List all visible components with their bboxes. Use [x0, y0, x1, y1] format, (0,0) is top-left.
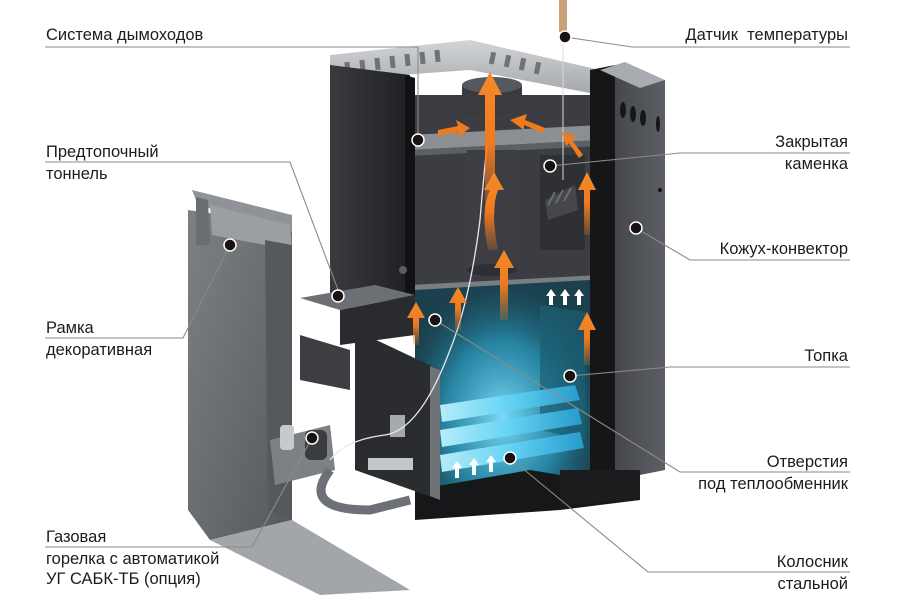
callout-markers: [223, 30, 643, 465]
label-convector-casing: Кожух-конвектор: [719, 240, 848, 258]
label-temperature-sensor: Датчик температуры: [685, 26, 848, 44]
marker-chimney-system: [411, 133, 425, 147]
label-gas-burner: Газовая горелка с автоматикой УГ САБК-ТБ…: [46, 528, 220, 588]
leader-heat-exchanger-holes: [434, 319, 850, 473]
hot-gas-arrows: [407, 72, 596, 365]
marker-prefurnace-tunnel: [331, 289, 345, 303]
stove-body: [188, 0, 665, 595]
marker-firebox: [563, 369, 577, 383]
leader-decorative-frame: [45, 244, 231, 339]
decorative-frame-shape: [188, 190, 410, 595]
leader-firebox: [569, 366, 850, 377]
leader-closed-heater: [549, 152, 850, 167]
label-prefurnace-tunnel: Предтопочный тоннель: [46, 143, 159, 183]
label-heat-exchanger-holes: Отверстия под теплообменник: [698, 453, 848, 493]
leader-steel-grate: [509, 457, 850, 573]
leader-temperature-sensor: [564, 36, 850, 48]
label-decorative-frame: Рамка декоративная: [46, 319, 153, 359]
marker-heat-exchanger-holes: [428, 313, 442, 327]
leader-convector-casing: [635, 227, 850, 261]
firebox-area: [415, 280, 640, 520]
marker-convector-casing: [629, 221, 643, 235]
leader-lines: [45, 36, 850, 573]
top-grill: [330, 40, 600, 95]
marker-gas-burner: [305, 431, 319, 445]
flue-shelf: [410, 125, 600, 150]
temperature-sensor-probe: [559, 0, 567, 180]
label-chimney-system: Система дымоходов: [46, 26, 204, 44]
marker-steel-grate: [503, 451, 517, 465]
convector-casing-panel: [590, 62, 665, 485]
front-left-panel: [330, 65, 410, 300]
label-closed-heater: Закрытая каменка: [775, 133, 848, 173]
marker-closed-heater: [543, 159, 557, 173]
grill-slots: [344, 49, 542, 75]
label-firebox: Топка: [804, 347, 848, 365]
marker-temperature-sensor: [558, 30, 572, 44]
leader-gas-burner: [45, 437, 313, 548]
label-steel-grate: Колосник стальной: [776, 553, 848, 593]
leader-prefurnace-tunnel: [45, 161, 341, 296]
air-flow-arrows: [452, 289, 584, 478]
marker-decorative-frame: [223, 238, 237, 252]
leader-chimney-system: [45, 46, 419, 140]
